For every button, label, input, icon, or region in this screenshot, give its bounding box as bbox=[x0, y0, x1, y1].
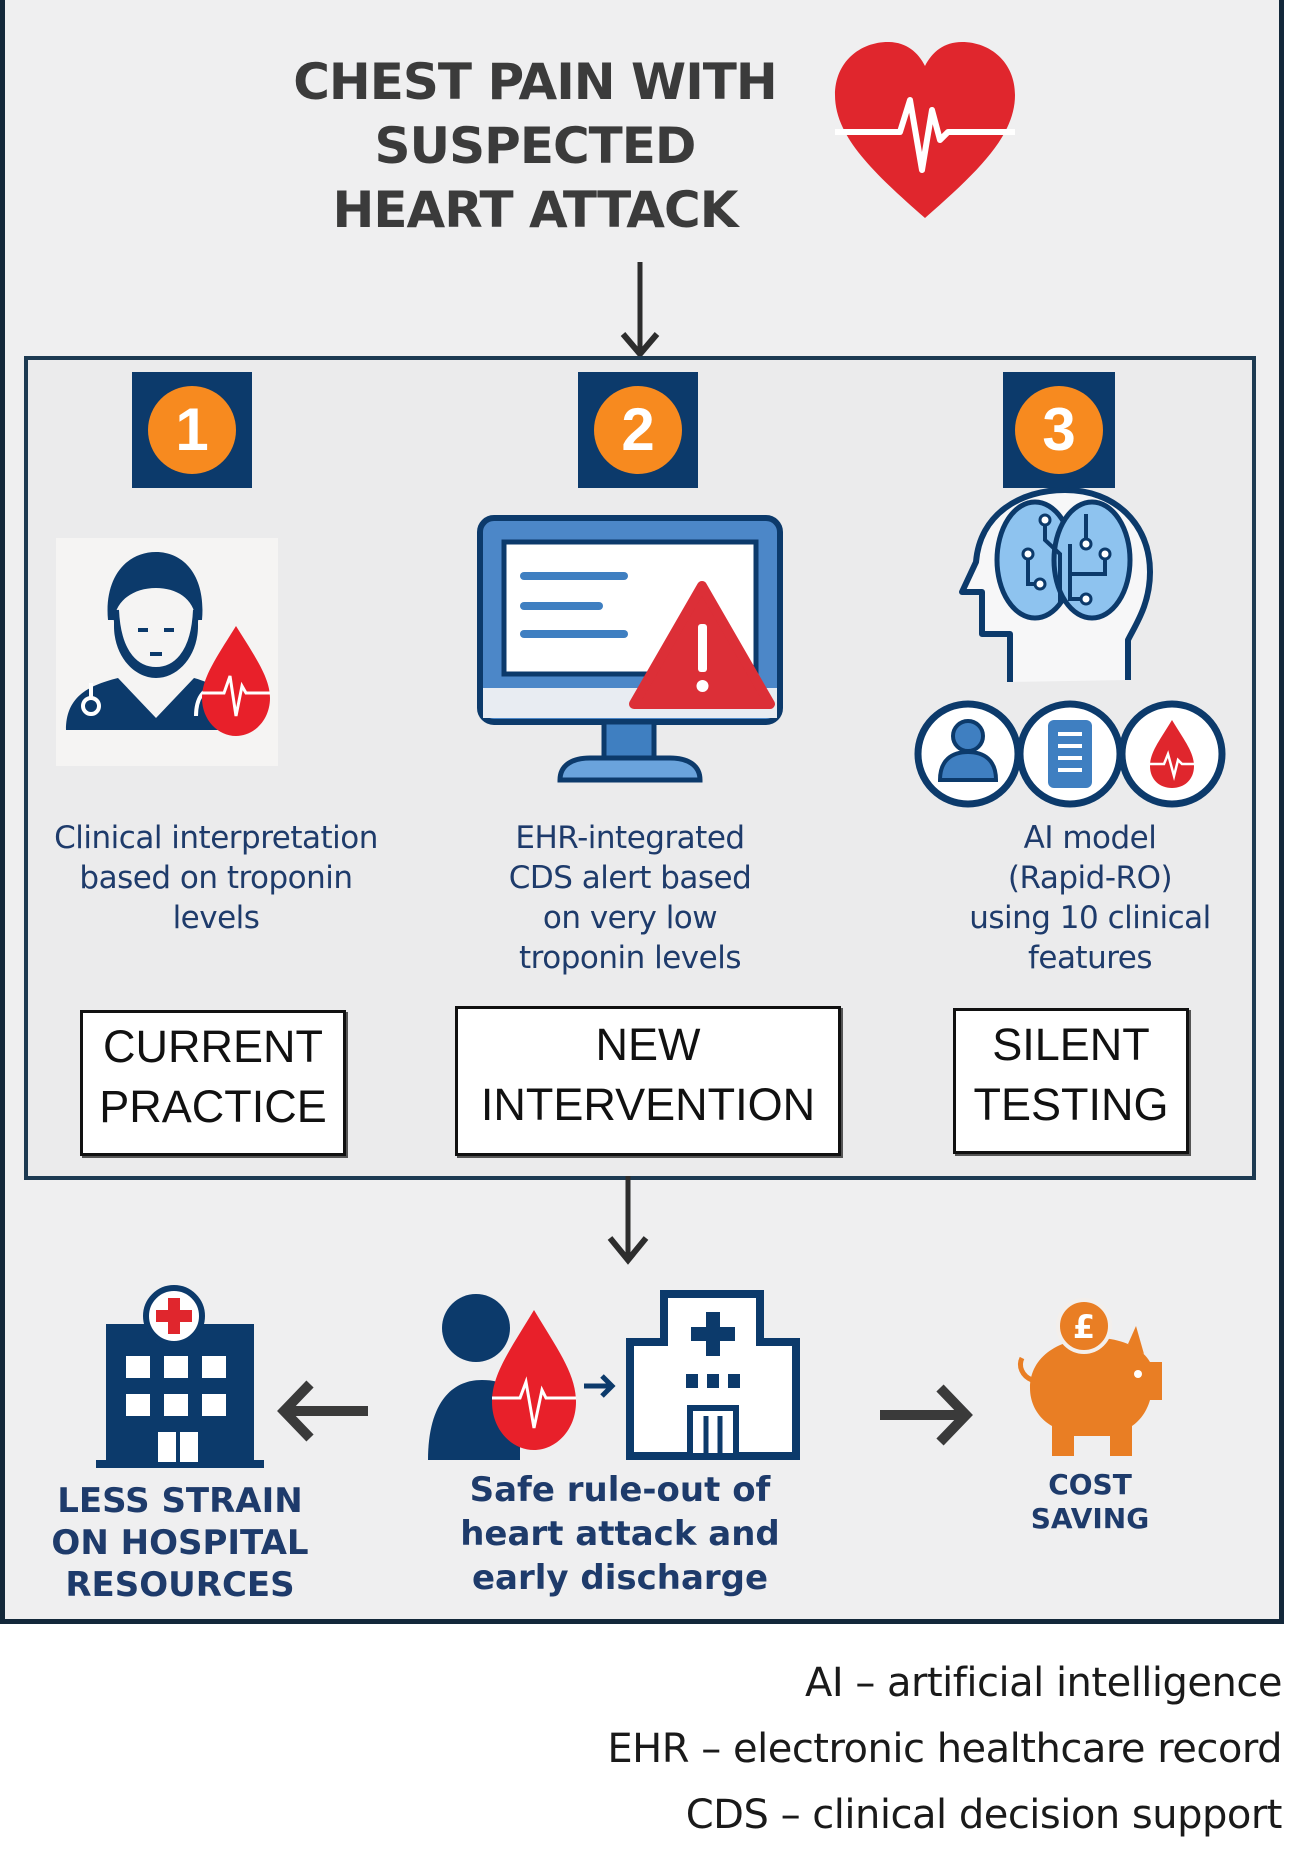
document-feature-icon bbox=[1016, 700, 1124, 808]
label-silent-testing: SILENT TESTING bbox=[953, 1008, 1189, 1154]
label-new-intervention: NEW INTERVENTION bbox=[455, 1006, 841, 1156]
outcome-cost-saving: COST SAVING bbox=[1030, 1468, 1150, 1535]
arrow-down-icon bbox=[607, 1176, 649, 1265]
legend-item-ehr: EHR – electronic healthcare record bbox=[607, 1726, 1282, 1772]
pathway-3-description: AI model (Rapid-RO) using 10 clinical fe… bbox=[969, 820, 1211, 976]
step-number: 1 bbox=[148, 386, 236, 474]
step-badge-2: 2 bbox=[578, 372, 698, 488]
title-line-3: HEART ATTACK bbox=[332, 181, 739, 239]
arrow-left-icon bbox=[277, 1380, 368, 1442]
blood-drop-icon bbox=[492, 1310, 576, 1450]
patient-feature-icon bbox=[914, 700, 1022, 808]
title-line-1: CHEST PAIN WITH bbox=[293, 53, 778, 111]
piggy-bank-pound-icon: £ bbox=[1017, 1298, 1162, 1456]
computer-alert-icon bbox=[477, 515, 783, 783]
hospital-building-icon bbox=[96, 1285, 264, 1468]
label-current-practice: CURRENT PRACTICE bbox=[80, 1010, 346, 1156]
pathway-2-description: EHR-integrated CDS alert based on very l… bbox=[508, 820, 752, 976]
blood-drop-icon bbox=[202, 626, 270, 736]
outcome-less-strain: LESS STRAIN ON HOSPITAL RESOURCES bbox=[51, 1481, 309, 1605]
legend-item-ai: AI – artificial intelligence bbox=[804, 1660, 1283, 1706]
ai-brain-head-icon bbox=[914, 487, 1226, 808]
patient-discharge-icon bbox=[428, 1290, 800, 1460]
diagram-title: CHEST PAIN WITH SUSPECTED HEART ATTACK bbox=[250, 50, 820, 242]
blood-test-feature-icon bbox=[1118, 700, 1226, 808]
outcome-safe-rule-out: Safe rule-out of heart attack and early … bbox=[460, 1470, 780, 1598]
step-badge-3: 3 bbox=[1003, 372, 1115, 488]
clinic-building-icon bbox=[626, 1290, 800, 1460]
alert-triangle-icon bbox=[629, 581, 775, 709]
arrow-right-icon bbox=[880, 1384, 973, 1446]
arrow-down-icon bbox=[620, 262, 660, 358]
step-number: 3 bbox=[1015, 386, 1103, 474]
legend-item-cds: CDS – clinical decision support bbox=[685, 1792, 1283, 1838]
step-number: 2 bbox=[594, 386, 682, 474]
abbreviation-legend: AI – artificial intelligence EHR – elect… bbox=[607, 1650, 1282, 1848]
title-line-2: SUSPECTED bbox=[374, 117, 697, 175]
step-badge-1: 1 bbox=[132, 372, 252, 488]
small-arrow-right-icon bbox=[584, 1374, 616, 1398]
heart-ecg-icon bbox=[835, 42, 1015, 218]
brain-icon bbox=[994, 499, 1133, 621]
doctor-blood-drop-icon bbox=[56, 538, 278, 766]
pathway-1-description: Clinical interpretation based on troponi… bbox=[54, 820, 378, 936]
pound-sign-icon: £ bbox=[1073, 1308, 1095, 1346]
